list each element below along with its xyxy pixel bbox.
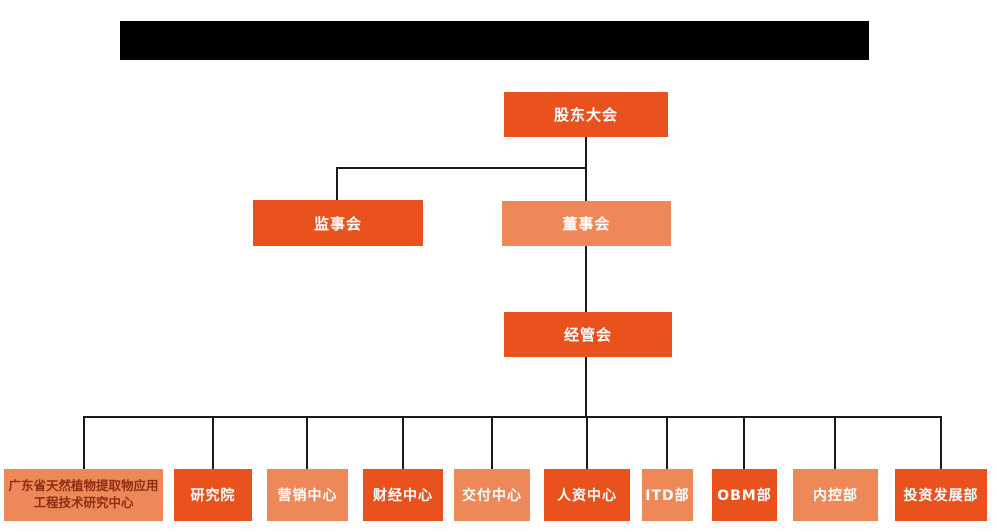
org-node-hr-center: 人资中心 [544, 469, 630, 521]
org-node-supervisory-board: 监事会 [253, 200, 423, 246]
connector-line [83, 417, 85, 469]
redacted-title-bar [120, 21, 869, 60]
connector-line [743, 417, 745, 469]
connector-line [585, 168, 587, 201]
connector-line [585, 357, 587, 417]
connector-line [666, 417, 668, 469]
org-node-internal-control-department: 内控部 [793, 469, 878, 521]
org-node-research-institute: 研究院 [174, 469, 252, 521]
org-node-finance-center: 财经中心 [363, 469, 443, 521]
org-node-shareholders-meeting: 股东大会 [504, 92, 668, 137]
connector-line [834, 417, 836, 469]
connector-line [402, 417, 404, 469]
org-node-investment-development-department: 投资发展部 [895, 469, 987, 521]
connector-line [336, 168, 338, 200]
org-node-itd-department: ITD部 [642, 469, 693, 521]
connector-line [585, 246, 587, 312]
connector-line [306, 417, 308, 469]
org-node-marketing-center: 营销中心 [267, 469, 348, 521]
connector-line [491, 417, 493, 469]
org-node-delivery-center: 交付中心 [454, 469, 530, 521]
connector-line [940, 417, 942, 469]
org-node-board-of-directors: 董事会 [502, 201, 671, 246]
org-node-management-committee: 经管会 [504, 312, 672, 357]
org-node-guangdong-plant-extract-research-center: 广东省天然植物提取物应用工程技术研究中心 [4, 469, 163, 521]
connector-line [585, 137, 587, 168]
connector-line [212, 417, 214, 469]
connector-line [336, 167, 587, 169]
org-node-obm-department: OBM部 [712, 469, 777, 521]
connector-line [83, 416, 942, 418]
connector-line [586, 417, 588, 469]
